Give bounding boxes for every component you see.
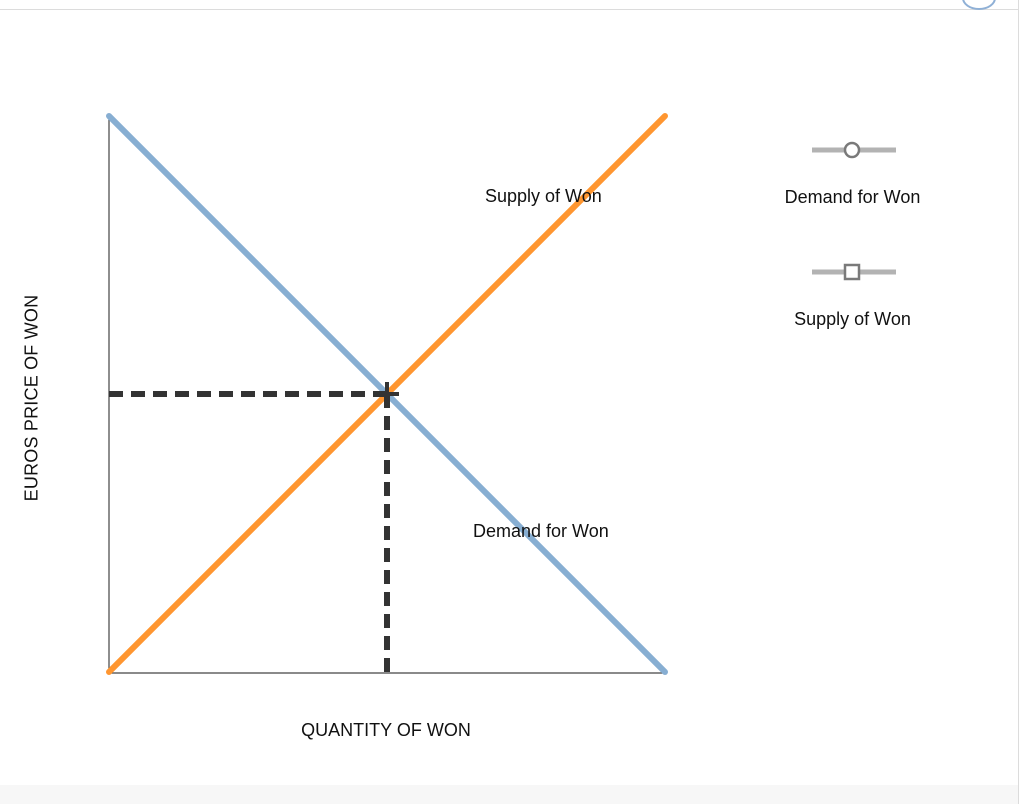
panel-right-border xyxy=(1018,0,1019,804)
legend-label-supply: Supply of Won xyxy=(794,309,911,329)
y-axis-label: EUROS PRICE OF WON xyxy=(21,294,42,502)
panel-top-border xyxy=(0,9,1018,10)
demand-curve-label: Demand for Won xyxy=(473,521,609,541)
panel-bottom-strip xyxy=(0,785,1018,804)
equilibrium-marker-layer[interactable] xyxy=(375,382,399,406)
supply-curve-label: Supply of Won xyxy=(485,186,602,206)
circle-marker-icon[interactable] xyxy=(812,139,896,161)
equilibrium-guides xyxy=(109,391,390,672)
square-marker-icon[interactable] xyxy=(812,261,896,283)
equilibrium-cross-icon[interactable] xyxy=(375,382,399,406)
legend-label-demand: Demand for Won xyxy=(784,187,921,207)
x-axis-label: QUANTITY OF WON xyxy=(301,720,471,740)
